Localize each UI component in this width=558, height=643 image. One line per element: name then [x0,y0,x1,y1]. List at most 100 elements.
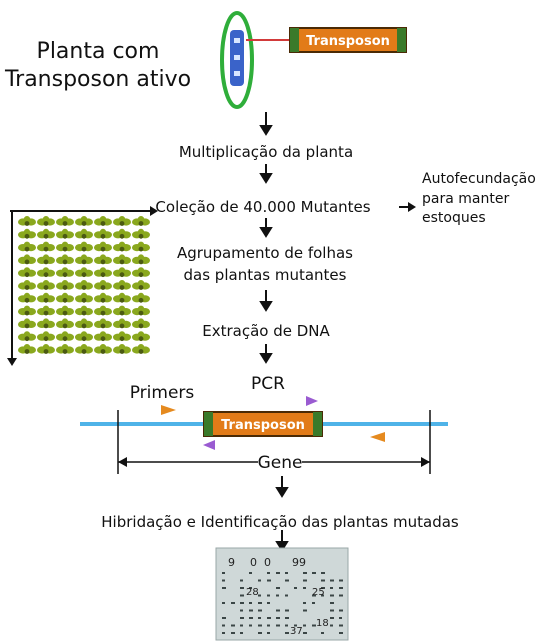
blot-label: 28 [246,587,259,598]
blot-dot [321,579,325,582]
blot-dot [285,579,289,582]
blot-dot [258,579,261,582]
plant-icon [56,318,74,329]
side-arrow [399,202,416,212]
primers-label: Primers [130,383,195,403]
plant-icon [18,318,36,329]
hybridization-blot: 9 0 0 99 28 25 37 18 [215,547,349,641]
blot-dot [330,594,334,597]
plant-icon [132,292,150,303]
chromosome-band [234,55,240,60]
plant-icon [94,216,112,226]
blot-dot [276,594,279,597]
transposon-body [203,411,323,437]
plant-icon [94,331,112,342]
blot-dot [339,609,343,612]
plant-icon [18,344,36,354]
plant-icon [94,280,112,290]
transposon-end [290,28,299,52]
blot-dot [240,594,244,597]
blot-dot [240,632,243,634]
chromosome-icon [220,11,254,109]
plant-icon [56,305,74,316]
blot-dot [330,609,334,612]
blot-dot [222,579,225,582]
blot-dot [312,624,316,627]
blot-dot [258,602,262,604]
blot-dot [303,609,307,612]
blot-dot [294,624,297,627]
plant-icon [113,216,131,226]
plant-icon [37,318,55,329]
primer-forward-icon [161,405,176,415]
plant-icon [113,241,131,252]
plant-grid [18,216,150,354]
blot-dot [249,587,252,589]
step-colecao: Coleção de 40.000 Mutantes [155,198,370,216]
plant-icon [113,254,131,265]
blot-dot [240,579,243,582]
transposon-end [313,412,322,436]
plant-icon [94,267,112,278]
blot-dot [249,609,253,612]
transposon-body [289,27,407,53]
plant-icon [56,267,74,278]
plant-icon [75,292,93,303]
plant-icon [37,267,55,278]
blot-dot [240,609,243,612]
blot-dot [258,617,261,619]
plant-icon [113,280,131,290]
plant-icon [18,305,36,316]
blot-dot [330,624,333,627]
blot-dot [276,624,280,627]
chromosome-band [234,38,240,43]
blot-dot [276,617,280,619]
blot-dot [249,572,252,574]
plant-icon [18,254,36,265]
blot-dot [222,587,226,589]
blot-dot [276,587,280,589]
primer-transposon-left-icon [203,440,215,450]
blot-dot [303,632,307,634]
flow-arrows [259,112,289,552]
blot-dot [222,632,225,634]
step-multiplicacao: Multiplicação da planta [179,143,353,161]
step-agrupamento-2: das plantas mutantes [184,266,347,284]
blot-dot [339,617,342,619]
plant-icon [18,267,36,278]
blot-dot [231,632,235,634]
transposon-end [397,28,406,52]
plant-icon [18,228,36,239]
blot-dot [249,617,253,619]
blot-label: 0 [264,556,271,569]
plant-icon [113,228,131,239]
transposon-label-dna: Transposon [221,418,305,433]
side-note-line-3: estoques [422,210,486,226]
plant-icon [37,331,55,342]
blot-dot [240,624,243,627]
blot-dot [222,602,225,604]
plant-icon [132,331,150,342]
plant-icon [56,292,74,303]
blot-label: 99 [292,556,306,569]
gene-label: Gene [258,453,303,473]
plant-icon [75,228,93,239]
plant-icon [56,241,74,252]
blot-label: 9 [228,556,235,569]
plant-icon [113,305,131,316]
plant-icon [113,267,131,278]
step-hibridacao: Hibridação e Identificação das plantas m… [101,513,459,531]
plant-icon [94,292,112,303]
blot-dot [267,617,271,619]
blot-dot [330,602,334,604]
plant-icon [132,241,150,252]
blot-dot [303,572,307,574]
plant-icon [37,254,55,265]
chromosome-ring [220,11,254,109]
plant-icon [75,331,93,342]
plant-icon [75,280,93,290]
plant-icon [94,305,112,316]
blot-dot [339,579,343,582]
plant-icon [132,318,150,329]
plant-icon [37,228,55,239]
